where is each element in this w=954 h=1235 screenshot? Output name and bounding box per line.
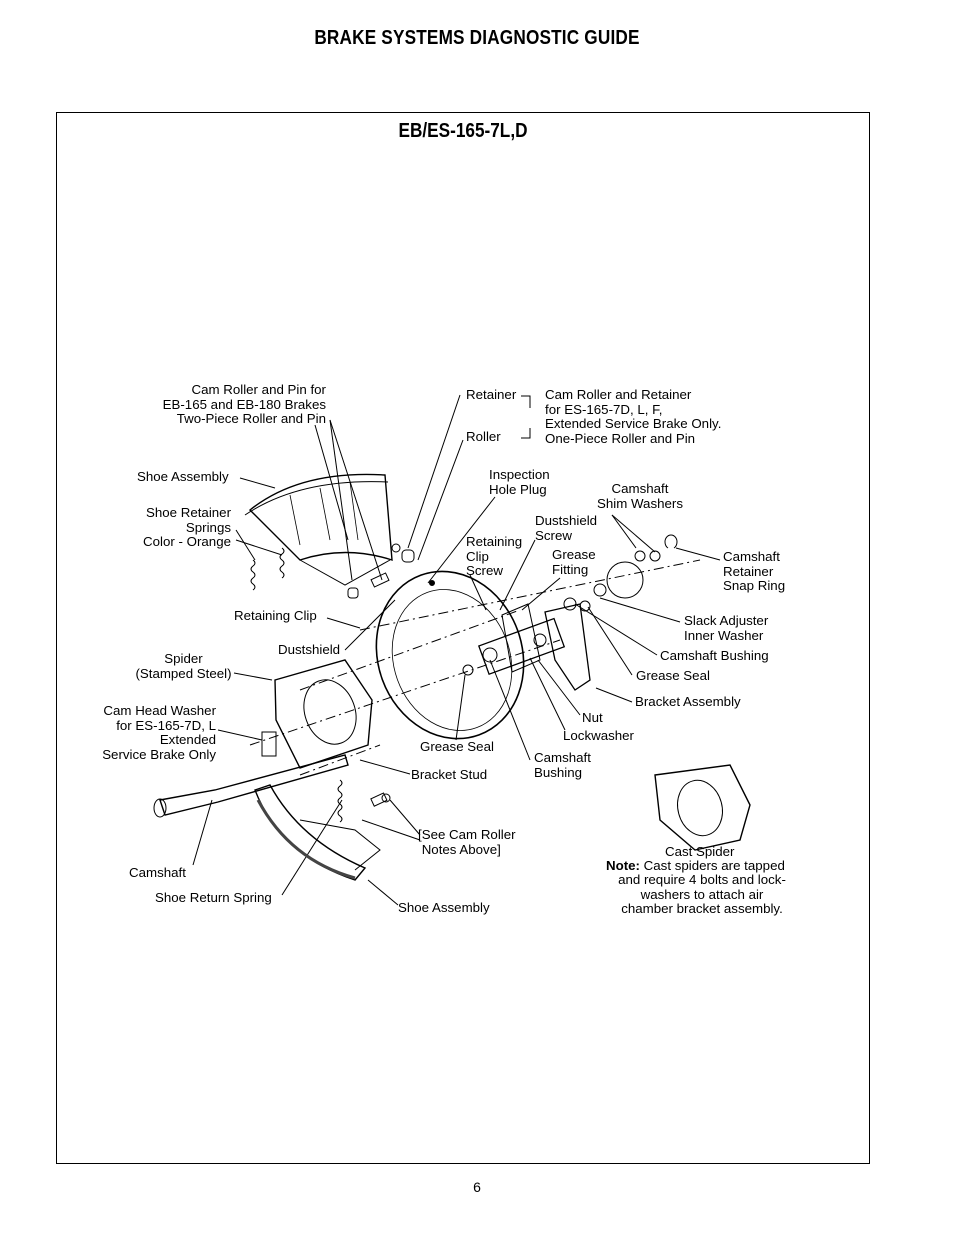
label-spider: Spider (Stamped Steel) [135, 651, 232, 681]
label-nut: Nut [582, 710, 603, 725]
diagram-title: EB/ES-165-7L,D [398, 120, 528, 142]
label-lockwasher: Lockwasher [563, 728, 634, 743]
label-bracket-stud: Bracket Stud [411, 767, 488, 782]
note-label: Note: [606, 858, 640, 873]
note-text: Cast spiders are tapped [639, 858, 785, 873]
label-cam-roller-pin: Cam Roller and Pin for EB-165 and EB-180… [162, 382, 326, 426]
page-header-title: BRAKE SYSTEMS DIAGNOSTIC GUIDE [314, 27, 640, 49]
label-dustshield-screw: Dustshield Screw [535, 513, 598, 543]
page-number: 6 [473, 1179, 481, 1195]
label-camshaft-bushing-right: Camshaft Bushing [660, 648, 769, 663]
cast-spider-note-rest: and require 4 bolts and lock- washers to… [618, 872, 786, 916]
label-camshaft: Camshaft [129, 865, 186, 880]
label-retainer: Retainer [466, 387, 517, 402]
label-shoe-assembly-bottom: Shoe Assembly [398, 900, 490, 915]
label-cam-roller-retainer: Cam Roller and Retainer for ES-165-7D, L… [545, 387, 722, 446]
label-camshaft-bushing-lower: Camshaft Bushing [534, 750, 591, 780]
label-cam-head-washer: Cam Head Washer for ES-165-7D, L Extende… [102, 703, 216, 762]
label-shoe-retainer-springs: Shoe Retainer Springs Color - Orange [143, 505, 231, 549]
label-camshaft-retainer-snap-ring: Camshaft Retainer Snap Ring [723, 549, 786, 593]
label-retaining-clip: Retaining Clip [234, 608, 317, 623]
label-grease-fitting: Grease Fitting [552, 547, 596, 577]
label-slack-adjuster-inner-washer: Slack Adjuster Inner Washer [684, 613, 769, 643]
diagram-frame [56, 112, 870, 1164]
label-see-cam-roller: [See Cam Roller Notes Above] [418, 827, 516, 857]
label-shoe-assembly-top: Shoe Assembly [137, 469, 229, 484]
label-grease-seal-left: Grease Seal [420, 739, 494, 754]
cast-spider-note-line: Note: Cast spiders are tapped [606, 858, 785, 874]
label-camshaft-shim-washers: Camshaft Shim Washers [597, 481, 683, 511]
label-inspection-hole-plug: Inspection Hole Plug [489, 467, 550, 497]
label-cast-spider: Cast Spider [665, 844, 735, 859]
label-shoe-return-spring: Shoe Return Spring [155, 890, 272, 905]
label-retaining-clip-screw: Retaining Clip Screw [466, 534, 523, 578]
label-bracket-assembly: Bracket Assembly [635, 694, 741, 709]
label-dustshield: Dustshield [278, 642, 341, 657]
label-grease-seal-right: Grease Seal [636, 668, 710, 683]
label-roller: Roller [466, 429, 501, 444]
